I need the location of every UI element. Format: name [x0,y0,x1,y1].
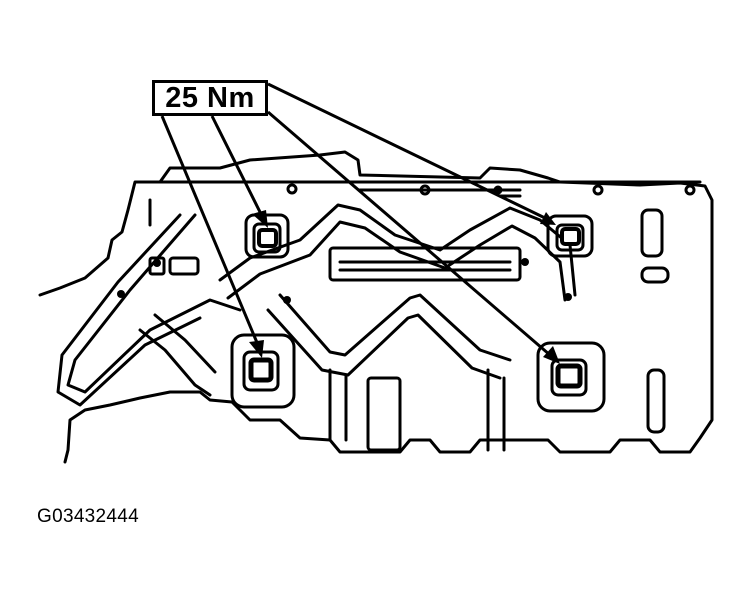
arrow-head [543,346,560,364]
arrow-head [540,212,556,225]
rail-hole [592,184,604,196]
leader-line [160,115,260,346]
slot [366,376,402,452]
leader-line [267,82,546,220]
bolt-boss-upper-right [546,214,594,258]
upper-runner [226,220,567,302]
stud [283,296,291,304]
manifold-leg [328,368,506,452]
figure-id: G03432444 [37,506,140,527]
rail-hole [493,185,503,195]
left-runner [66,213,242,394]
bolt-upper-left [257,228,278,248]
bolt-boss-lower-right [536,341,606,413]
slot [640,208,664,258]
stud [521,258,529,266]
torque-callout-label: 25 Nm [152,80,268,116]
bolt-boss-lower-right [550,358,588,397]
bolt-lower-left [248,357,274,383]
lower-runner [266,308,502,380]
bolt-boss-lower-left [230,333,296,409]
plenum-slot [328,246,522,282]
left-cross-member [138,313,217,397]
left-runner [56,213,202,407]
slot [168,256,200,276]
bolt-boss-upper-right [555,223,585,252]
manifold-outline [38,150,714,464]
lower-runner [278,293,512,362]
top-rail [148,180,702,227]
bolt-lower-right [555,363,583,389]
arrow-head [249,340,264,358]
rail-hole [684,184,696,196]
slot [640,266,670,284]
stud [153,259,161,267]
plenum-inner-line [338,260,512,272]
arrow-head [252,210,268,228]
rail-hole [419,184,431,196]
bolt-boss-upper-left [244,213,290,259]
leader-line [267,110,551,357]
leader-line [210,115,264,217]
bolt-upper-right [560,227,581,246]
slot [148,256,166,276]
slot [646,368,666,434]
stud [564,293,572,301]
rail-hole [286,183,298,195]
stud [117,290,125,298]
